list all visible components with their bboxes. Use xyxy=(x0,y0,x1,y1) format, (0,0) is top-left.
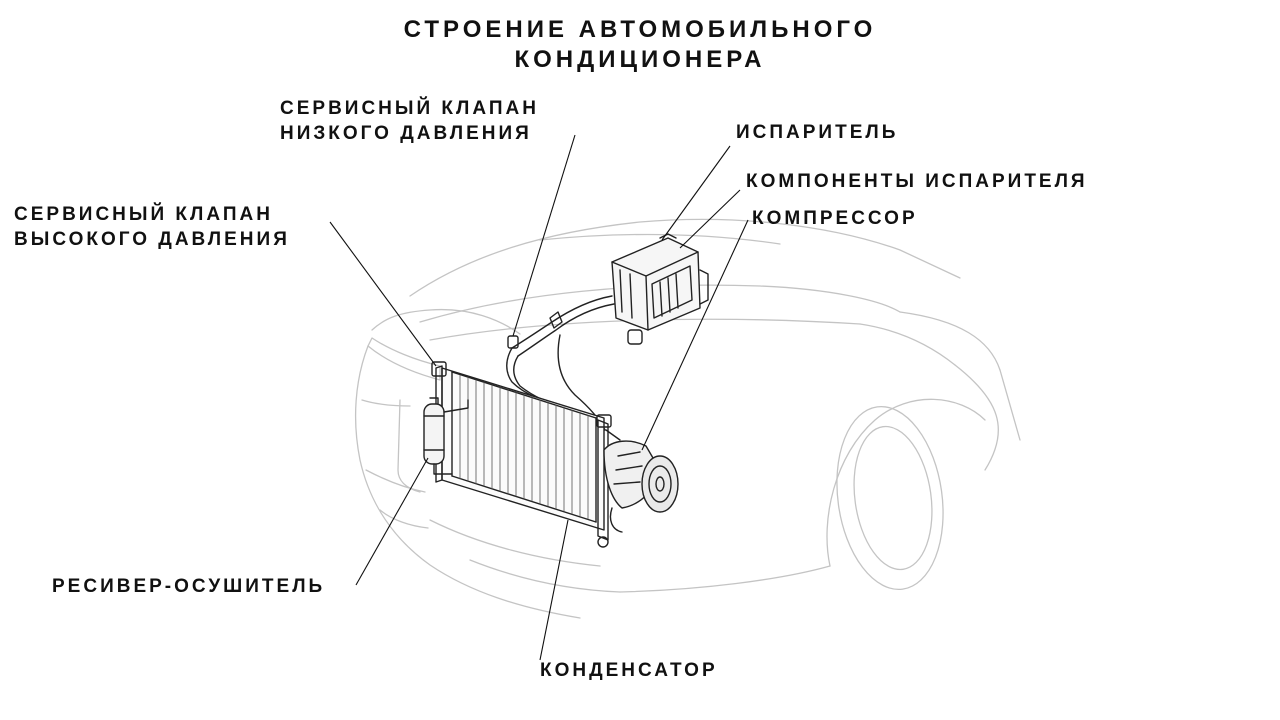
leader-condenser xyxy=(539,519,569,661)
label-low-pressure-valve-line-1: СЕРВИСНЫЙ КЛАПАН xyxy=(280,98,539,119)
label-receiver-dryer: РЕСИВЕР-ОСУШИТЕЛЬ xyxy=(52,576,326,597)
label-high-pressure-valve: СЕРВИСНЫЙ КЛАПАН ВЫСОКОГО ДАВЛЕНИЯ xyxy=(14,202,290,252)
diagram-title-line-1: СТРОЕНИЕ АВТОМОБИЛЬНОГО xyxy=(403,16,877,43)
label-high-pressure-valve-line-1: СЕРВИСНЫЙ КЛАПАН xyxy=(14,204,273,225)
receiver-dryer xyxy=(423,397,469,475)
leader-evaporator-components xyxy=(679,189,741,249)
diagram-title-line-2: КОНДИЦИОНЕРА xyxy=(514,46,766,73)
leader-compressor xyxy=(641,219,749,451)
ac-components xyxy=(423,233,709,548)
leader-evaporator xyxy=(661,145,731,241)
label-evaporator: ИСПАРИТЕЛЬ xyxy=(736,122,899,143)
leader-lines xyxy=(329,134,749,661)
label-compressor: КОМПРЕССОР xyxy=(752,208,918,229)
leader-low-pressure-valve xyxy=(512,134,576,337)
label-low-pressure-valve: СЕРВИСНЫЙ КЛАПАН НИЗКОГО ДАВЛЕНИЯ xyxy=(280,96,539,146)
label-evaporator-components: КОМПОНЕНТЫ ИСПАРИТЕЛЯ xyxy=(746,171,1088,192)
label-low-pressure-valve-line-2: НИЗКОГО ДАВЛЕНИЯ xyxy=(280,123,532,144)
leader-high-pressure-valve xyxy=(329,221,437,367)
label-condenser: КОНДЕНСАТОР xyxy=(540,660,718,681)
label-high-pressure-valve-line-2: ВЫСОКОГО ДАВЛЕНИЯ xyxy=(14,229,290,250)
condenser xyxy=(431,361,612,548)
leader-receiver-dryer xyxy=(355,457,429,586)
compressor xyxy=(603,429,679,533)
evaporator-unit xyxy=(611,233,709,345)
